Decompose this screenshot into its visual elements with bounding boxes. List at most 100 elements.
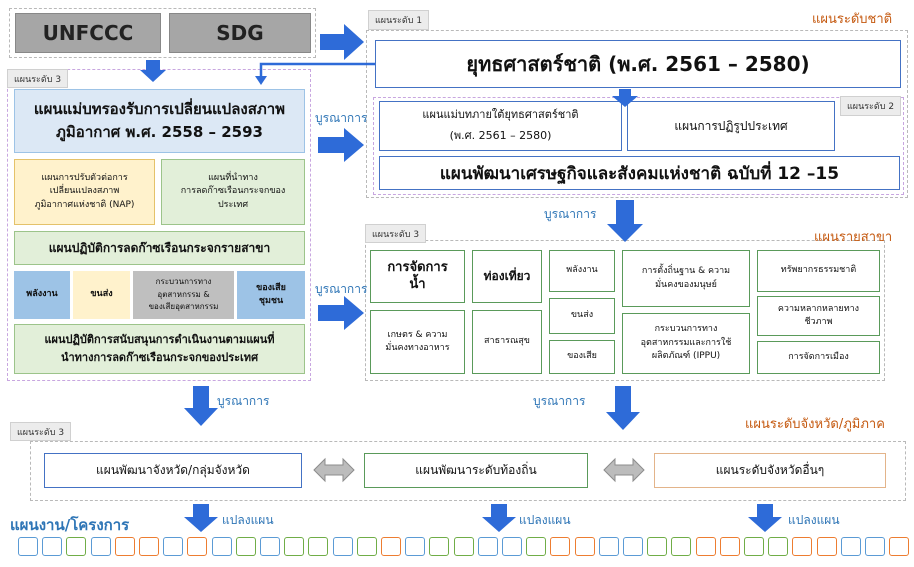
reform-plan-label: แผนการปฏิรูปประเทศ [674, 118, 788, 133]
province-plan-label: แผนพัฒนาจังหวัด/กลุ่มจังหวัด [96, 463, 250, 477]
climate-transport-label: ขนส่ง [90, 289, 113, 300]
project-square [139, 537, 159, 556]
translate-label-b: แปลงแผน [519, 513, 571, 527]
master-plan-line2: (พ.ศ. 2561 – 2580) [449, 129, 552, 142]
national-strategy-label: ยุทธศาสตร์ชาติ (พ.ศ. 2561 – 2580) [466, 52, 810, 76]
arrow-down-icon-translate-2 [482, 504, 516, 532]
sector-biodiversity-line1: ความหลากหลายทาง [777, 303, 860, 314]
nap-line2: เปลี่ยนแปลงสภาพ [49, 186, 120, 197]
roadmap-box: แผนที่นำทาง การลดก๊าซเรือนกระจกของ ประเท… [161, 159, 305, 225]
sector-energy-box: พลังงาน [549, 250, 615, 292]
sector-transport-box: ขนส่ง [549, 298, 615, 334]
climate-master-line1: แผนแม่บทรองรับการเปลี่ยนแปลงสภาพ [33, 99, 286, 118]
top-source-frame [9, 8, 316, 58]
sector-health-label: สาธารณสุข [484, 336, 530, 347]
project-square [889, 537, 910, 556]
arrow-down-icon-translate-1 [184, 504, 218, 532]
arrow-down-icon-level2 [612, 89, 638, 107]
national-strategy-box: ยุทธศาสตร์ชาติ (พ.ศ. 2561 – 2580) [375, 40, 901, 88]
local-plan-box: แผนพัฒนาระดับท้องถิ่น [364, 453, 588, 488]
unfccc-box: UNFCCC [15, 13, 161, 53]
climate-master-plan-box: แผนแม่บทรองรับการเปลี่ยนแปลงสภาพ ภูมิอาก… [14, 89, 305, 153]
level3-tag-b: แผนระดับ 3 [365, 224, 427, 243]
project-square [356, 537, 377, 556]
sdg-box: SDG [169, 13, 311, 53]
integration-label-b: บูรณาการ [315, 282, 368, 296]
project-square [574, 537, 595, 556]
sector-natural-resources-label: ทรัพยากรธรรมชาติ [780, 265, 857, 276]
nap-line3: ภูมิอากาศแห่งชาติ (NAP) [34, 199, 135, 210]
provincial-label: แผนระดับจังหวัด/ภูมิภาค [745, 417, 885, 432]
integration-label-a: บูรณาการ [315, 111, 368, 125]
arrow-down-icon-national [607, 200, 643, 242]
arrow-right-icon-top [320, 24, 364, 60]
project-square [211, 537, 232, 556]
sector-tourism-label: ท่องเที่ยว [483, 269, 531, 283]
sector-ippu-line3: ผลิตภัณฑ์ (IPPU) [651, 351, 721, 362]
project-square [429, 537, 450, 556]
project-square [42, 537, 63, 556]
project-square [792, 537, 813, 556]
project-square [381, 537, 401, 556]
project-square [816, 537, 837, 556]
project-square [865, 537, 885, 556]
project-square [744, 537, 764, 556]
project-square [308, 537, 329, 556]
project-square [332, 537, 353, 556]
climate-ippu-line3: ของเสียอุตสาหกรรม [148, 302, 219, 312]
arrow-down-icon-translate-3 [748, 504, 782, 532]
sector-action-label: แผนปฏิบัติการลดก๊าซเรือนกระจกรายสาขา [48, 240, 271, 255]
project-square [840, 537, 861, 556]
project-square [284, 537, 305, 556]
integration-label-c: บูรณาการ [544, 207, 597, 221]
project-square [719, 537, 740, 556]
master-plan-line1: แผนแม่บทภายใต้ยุทธศาสตร์ชาติ [422, 108, 579, 122]
sector-transport-label: ขนส่ง [570, 310, 594, 321]
project-square [235, 537, 256, 556]
sdg-label: SDG [216, 21, 264, 45]
sectoral-label: แผนรายสาขา [814, 230, 893, 245]
sector-urban-label: การจัดการเมือง [788, 351, 849, 362]
local-plan-label: แผนพัฒนาระดับท้องถิ่น [415, 463, 537, 477]
national-frame [366, 30, 908, 198]
project-square [163, 537, 184, 556]
sector-waste-label: ของเสีย [567, 351, 597, 362]
climate-ippu-box: กระบวนการทาง อุตสาหกรรม & ของเสียอุตสาหก… [133, 271, 234, 319]
climate-waste-line1: ของเสีย [256, 282, 286, 293]
econ-plan-box: แผนพัฒนาเศรษฐกิจและสังคมแห่งชาติ ฉบับที่… [379, 156, 900, 190]
sector-tourism-box: ท่องเที่ยว [472, 250, 542, 303]
project-square [502, 537, 522, 556]
climate-energy-label: พลังงาน [26, 289, 58, 300]
support-line1: แผนปฏิบัติการสนับสนุนการดำเนินงานตามแผนท… [44, 333, 275, 347]
arrow-down-icon-unfccc [140, 60, 166, 82]
project-square [114, 537, 135, 556]
roadmap-line3: ประเทศ [217, 199, 249, 210]
climate-energy-box: พลังงาน [14, 271, 70, 319]
sector-health-box: สาธารณสุข [472, 310, 542, 374]
sector-agri-line2: มั่นคงทางอาหาร [385, 343, 450, 353]
econ-plan-label: แผนพัฒนาเศรษฐกิจและสังคมแห่งชาติ ฉบับที่… [439, 163, 840, 184]
translate-label-a: แปลงแผน [222, 513, 274, 527]
sector-agri-line1: เกษตร & ความ [387, 329, 448, 340]
other-provincial-plan-label: แผนระดับจังหวัดอื่นๆ [715, 463, 825, 477]
project-square [623, 537, 643, 556]
reform-plan-box: แผนการปฏิรูปประเทศ [627, 101, 835, 151]
master-plan-box: แผนแม่บทภายใต้ยุทธศาสตร์ชาติ (พ.ศ. 2561 … [379, 101, 622, 151]
sector-settlement-line1: การตั้งถิ่นฐาน & ความ [641, 266, 731, 276]
sector-water-box: การจัดการ น้ำ [370, 250, 465, 303]
project-square [671, 537, 692, 556]
other-provincial-plan-box: แผนระดับจังหวัดอื่นๆ [654, 453, 886, 488]
sector-urban-box: การจัดการเมือง [757, 341, 880, 374]
sector-ippu-line1: กระบวนการทาง [654, 324, 718, 335]
projects-label: แผนงาน/โครงการ [10, 516, 130, 534]
project-square [90, 537, 111, 556]
level2-frame [373, 97, 904, 195]
project-square [260, 537, 280, 556]
sector-settlement-box: การตั้งถิ่นฐาน & ความ มั่นคงของมนุษย์ [622, 250, 750, 307]
level1-tag: แผนระดับ 1 [368, 10, 430, 30]
level3-tag-a: แผนระดับ 3 [7, 69, 69, 88]
project-square [647, 537, 668, 556]
arrow-right-icon-integration-2 [318, 296, 364, 330]
project-square [526, 537, 547, 556]
climate-transport-box: ขนส่ง [73, 271, 130, 319]
